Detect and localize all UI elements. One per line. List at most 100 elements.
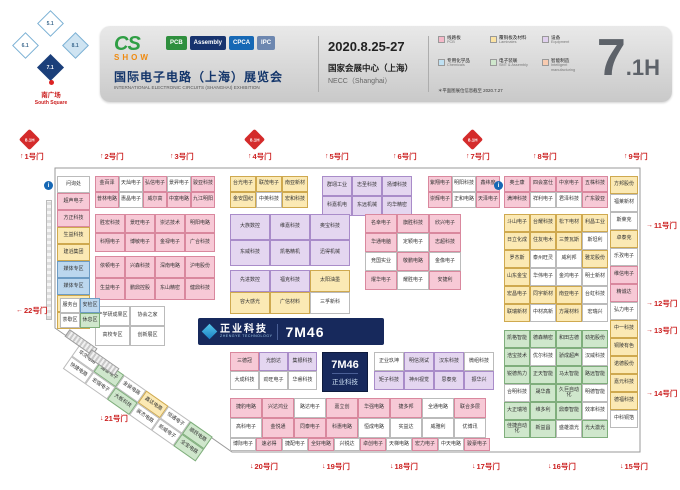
- booth-7m46-company: 正业科技: [332, 372, 358, 386]
- shuttle-hall-label: 8.1H: [249, 137, 260, 142]
- booth: 金悦通: [262, 418, 294, 438]
- south-square-cn: 南广场: [41, 92, 61, 99]
- gate-name: 8号门: [537, 152, 557, 161]
- booth: 思泰克: [434, 371, 464, 390]
- hall-number: 7.1H: [597, 32, 660, 84]
- booth: 大族数控: [230, 214, 270, 240]
- booth-cluster: 三德冠光韵达集银科技大成科技劲旺电子华睿科技: [230, 352, 317, 390]
- booth: 明信测试: [404, 352, 434, 371]
- banner-divider: [277, 323, 279, 340]
- gate-arrow-icon: ↓: [100, 415, 104, 422]
- booth: 乐孜电子: [610, 248, 638, 266]
- booth: 斯坦利: [582, 232, 608, 250]
- booth: 君泽科技: [556, 192, 582, 208]
- booth: 均华精密: [382, 196, 412, 216]
- legend-color-chip: [542, 59, 549, 66]
- booth: 路远智能: [582, 366, 608, 384]
- legend-note: ＊平面图展位信息截至 2020.7.27: [438, 88, 503, 93]
- shuttle-hall-label: 8.1H: [467, 137, 478, 142]
- gate-arrow-icon: →: [646, 327, 653, 334]
- booth: 休息区: [80, 313, 100, 328]
- booth: 利昌工业: [582, 214, 608, 232]
- booth-cluster: 服务台安检区茶歇区休息区: [60, 298, 100, 328]
- booth: 大成科技: [230, 371, 259, 390]
- zhengye-company: 正业科技 ZHENGYE TECHNOLOGY: [220, 324, 272, 339]
- gate-name: 2号门: [104, 152, 124, 161]
- booth-7m46-number: 7M46: [331, 358, 359, 371]
- booth: 鹏鼎控股: [125, 278, 155, 300]
- booth: 神州视觉: [404, 371, 434, 390]
- booth: 正业玖坤: [374, 352, 404, 371]
- booth: 维嘉科技: [270, 214, 310, 240]
- booth: 联合多层: [454, 398, 486, 418]
- booth: 三菱瓦斯: [556, 232, 582, 250]
- booth: 宏力电子: [412, 438, 438, 451]
- booth: 锐德热力: [504, 366, 530, 384]
- gate-label: →13号门: [646, 325, 677, 336]
- booth: 正和电路: [452, 192, 476, 208]
- booth: 山东金宝: [504, 268, 530, 286]
- gate-label: ↑8号门: [533, 151, 557, 162]
- booth: 劲拓股份: [582, 330, 608, 348]
- gate-name: 12号门: [654, 299, 678, 308]
- booth-cluster: 胜宏科技景旺电子崇达技术明阳电路科翔电子博敏电子金禄电子广合科技: [95, 214, 215, 252]
- booth: 光韵达: [259, 352, 288, 371]
- booth: 媒体专区: [57, 261, 90, 278]
- booth: 志圣科技: [352, 176, 382, 196]
- booth: 金禄电子: [155, 233, 185, 252]
- booth: 维多利: [530, 402, 556, 420]
- booth: 嘉元科技: [610, 374, 638, 392]
- booth: 台耀科技: [530, 214, 556, 232]
- booth: 迅得机械: [310, 240, 350, 266]
- gate-arrow-icon: ↑: [466, 153, 470, 160]
- gate-name: 7号门: [470, 152, 490, 161]
- booth-cluster: 捷豹电路兴达鸿业路达电子嘉立创华强电路捷多邦全通电路联合多层高科电子金悦通同泰电…: [230, 398, 486, 438]
- booth: 志超科技: [429, 233, 461, 252]
- gate-label: ↑1号门: [20, 151, 44, 162]
- booth: 微组科技: [464, 352, 494, 371]
- gate-arrow-icon: →: [646, 222, 653, 229]
- booth: 德福科技: [610, 392, 638, 410]
- booth: 骄成超声: [556, 348, 582, 366]
- booth: 威尔高: [143, 192, 167, 208]
- gate-label: ↓18号门: [390, 461, 418, 472]
- gate-name: 9号门: [628, 152, 648, 161]
- walkway-icon: [46, 200, 52, 320]
- booth: 方正科技: [57, 210, 90, 227]
- booth-cluster: 产学研成果区协会之家高校专区创新展区: [95, 306, 165, 346]
- gate-label: ↓15号门: [620, 461, 648, 472]
- gate-arrow-icon: ↑: [325, 153, 329, 160]
- booth-7m46: 7M46 正业科技: [322, 352, 368, 392]
- booth: 生益电子: [95, 278, 125, 300]
- booth: 宏昌电子: [504, 286, 530, 304]
- gate-label: ↓21号门: [100, 413, 128, 424]
- booth: 松下电材: [556, 214, 582, 232]
- booth: 太阳油墨: [310, 270, 350, 292]
- booth: 景昇电子: [167, 176, 191, 192]
- booth: 依顿电子: [95, 256, 125, 278]
- booth: 沪电股份: [185, 256, 215, 278]
- booth: 宏瑞兴: [582, 304, 608, 322]
- booth: 定颖电子: [397, 233, 429, 252]
- south-square-label: 南广场 South Square: [8, 92, 94, 106]
- booth: 劲旺电子: [259, 371, 288, 390]
- booth: 嘉立创: [326, 398, 358, 418]
- booth: 广合科技: [185, 233, 215, 252]
- booth: 住友电木: [530, 232, 556, 250]
- booth: 全通电路: [422, 398, 454, 418]
- booth-cluster: 依顿电子兴森科技深南电路沪电股份生益电子鹏鼎控股东山精密健鼎科技: [95, 256, 215, 300]
- booth: 全好电路: [308, 438, 334, 451]
- gate-name: 15号门: [624, 462, 648, 471]
- booth-cluster: 先进数控福克科技太阳油墨容大感光广信材料三孚新科: [230, 270, 350, 314]
- gate-label: ↓19号门: [322, 461, 350, 472]
- booth: 精诚达: [610, 284, 638, 302]
- booth: 四会富仕: [530, 176, 556, 192]
- booth: 崇辉电子: [428, 192, 452, 208]
- booth: 天泽电子: [476, 192, 500, 208]
